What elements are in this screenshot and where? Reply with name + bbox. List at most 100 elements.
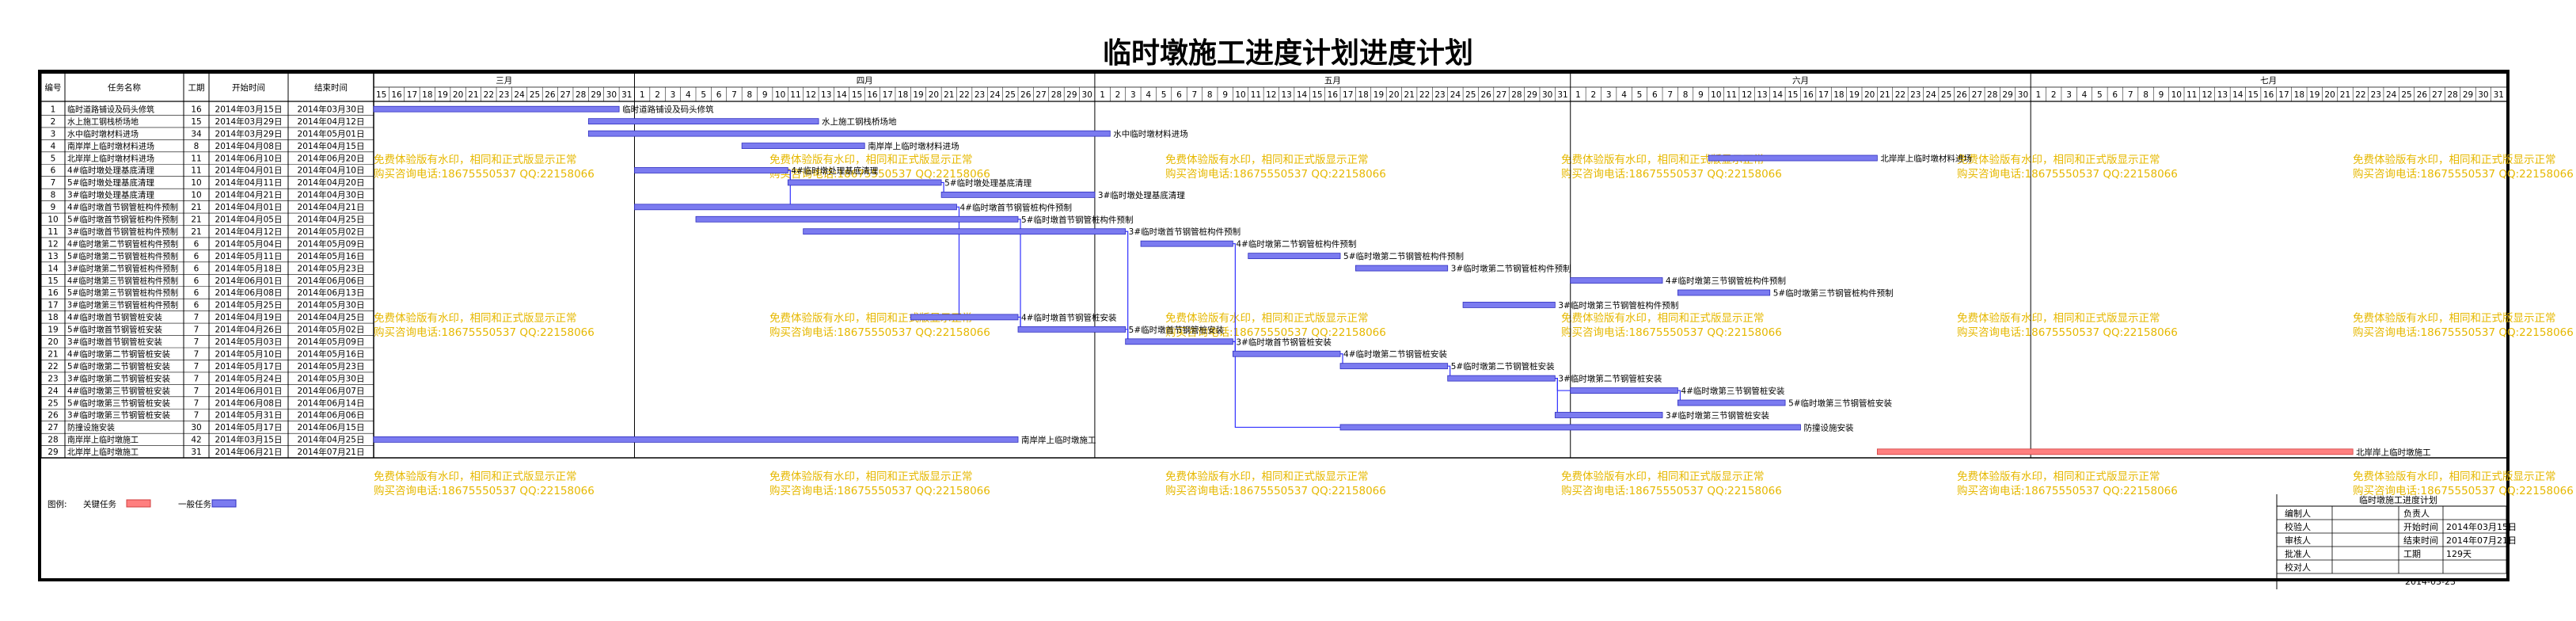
table-cell: 2 [51, 117, 56, 127]
bar-label: 水上施工钢栈桥场地 [822, 116, 897, 127]
table-cell: 14 [47, 264, 59, 273]
day-label: 4 [2082, 90, 2088, 100]
bar-label: 5#临时墩第二节钢管桩安装 [1451, 361, 1555, 371]
day-label: 3 [1130, 90, 1136, 100]
day-label: 19 [913, 90, 923, 100]
day-label: 25 [1005, 90, 1016, 100]
day-label: 2 [1115, 90, 1121, 100]
table-cell: 2014年04月25日 [298, 312, 365, 322]
watermark-line1: 免费体验版有水印，相同和正式版显示正常 [769, 154, 973, 166]
day-label: 8 [1207, 90, 1213, 100]
day-label: 20 [929, 90, 939, 100]
table-cell: 2014年05月23日 [298, 361, 365, 371]
bar-label: 北岸岸上临时墩施工 [2356, 447, 2431, 457]
table-cell: 16 [191, 105, 202, 114]
column-header: 工期 [188, 83, 205, 93]
table-cell: 5#临时墩处理基底清理 [67, 177, 154, 188]
table-cell: 42 [191, 436, 201, 445]
watermark-line1: 免费体验版有水印，相同和正式版显示正常 [374, 154, 577, 166]
watermark-line2: 购买咨询电话:18675550537 QQ:22158066 [374, 326, 595, 339]
day-label: 3 [1606, 90, 1612, 100]
table-cell: 6 [194, 239, 199, 249]
day-label: 17 [407, 90, 417, 100]
day-label: 24 [514, 90, 525, 100]
bar-label: 4#临时墩首节钢管桩安装 [1021, 312, 1117, 322]
watermark-line1: 免费体验版有水印，相同和正式版显示正常 [2353, 154, 2556, 166]
watermark-line1: 免费体验版有水印，相同和正式版显示正常 [1165, 471, 1369, 483]
table-cell: 2014年04月30日 [298, 190, 365, 200]
table-cell: 7 [194, 398, 199, 408]
task-bar [1677, 399, 1786, 406]
bar-label: 5#临时墩第二节钢管桩构件预制 [1343, 251, 1464, 261]
title-block-label2: 工期 [2403, 549, 2421, 559]
task-bar [1677, 289, 1771, 296]
day-label: 10 [775, 90, 785, 100]
watermark-line1: 免费体验版有水印，相同和正式版显示正常 [1561, 471, 1765, 483]
watermark-line2: 购买咨询电话:18675550537 QQ:22158066 [374, 168, 595, 181]
table-cell: 南岸岸上临时墩材料进场 [67, 141, 154, 151]
title-block-value2: 129天 [2446, 549, 2472, 559]
table-cell: 29 [47, 448, 58, 457]
table-cell: 2014年05月30日 [298, 300, 365, 310]
table-cell: 26 [47, 411, 59, 421]
day-label: 4 [686, 90, 691, 100]
page-title: 临时墩施工进度计划进度计划 [1102, 36, 1473, 70]
table-cell: 5#临时墩第二节钢管桩安装 [67, 361, 170, 371]
watermark-line2: 购买咨询电话:18675550537 QQ:22158066 [1165, 168, 1386, 181]
day-label: 21 [1879, 90, 1890, 100]
month-label: 七月 [2260, 76, 2277, 86]
table-cell: 7 [194, 326, 199, 335]
day-label: 3 [671, 90, 676, 100]
day-label: 27 [2432, 90, 2442, 100]
bar-label: 5#临时墩处理基底清理 [944, 177, 1032, 188]
table-cell: 15 [191, 117, 201, 127]
day-label: 23 [499, 90, 509, 100]
day-label: 22 [2355, 90, 2365, 100]
day-label: 28 [1051, 90, 1062, 100]
bar-label: 4#临时墩第三节钢管桩安装 [1681, 386, 1784, 396]
table-cell: 4#临时墩第二节钢管桩安装 [67, 349, 170, 359]
table-cell: 3#临时墩首节钢管桩安装 [67, 337, 162, 347]
table-cell: 临时道路铺设及码头修筑 [67, 104, 154, 114]
table-cell: 4#临时墩处理基底清理 [67, 166, 154, 176]
bar-label: 5#临时墩首节钢管桩安装 [1129, 325, 1225, 335]
table-cell: 2014年03月15日 [215, 435, 283, 445]
table-cell: 水上施工钢栈桥场地 [67, 116, 139, 127]
table-cell: 2014年04月11日 [215, 177, 283, 188]
day-label: 19 [438, 90, 448, 100]
day-label: 26 [2417, 90, 2428, 100]
day-label: 25 [530, 90, 540, 100]
task-bars: 临时道路铺设及码头修筑水上施工钢栈桥场地水中临时墩材料进场南岸岸上临时墩材料进场… [373, 105, 2431, 457]
day-label: 17 [1818, 90, 1829, 100]
table-cell: 2014年05月25日 [215, 300, 283, 310]
task-bar [634, 167, 788, 173]
table-cell: 2014年05月18日 [215, 263, 283, 273]
day-label: 11 [1727, 90, 1737, 100]
table-cell: 2014年06月21日 [215, 447, 283, 457]
table-cell: 11 [47, 227, 58, 237]
task-bar [1570, 387, 1678, 394]
table-cell: 4#临时墩首节钢管桩安装 [67, 312, 162, 322]
day-label: 22 [959, 90, 969, 100]
table-cell: 2014年06月07日 [298, 386, 365, 396]
day-label: 27 [1035, 90, 1046, 100]
day-label: 7 [1192, 90, 1198, 100]
table-cell: 6 [194, 252, 199, 261]
day-label: 12 [2202, 90, 2212, 100]
table-cell: 4#临时墩首节钢管桩构件预制 [67, 202, 178, 212]
table-cell: 31 [191, 448, 201, 457]
day-label: 23 [975, 90, 985, 100]
day-label: 7 [1667, 90, 1673, 100]
task-bar [910, 314, 1019, 321]
task-bar [373, 436, 1019, 443]
watermark-line1: 免费体验版有水印，相同和正式版显示正常 [1957, 312, 2160, 325]
title-block-date: 2014-03-23 [2405, 577, 2456, 587]
day-label: 6 [2112, 90, 2118, 100]
day-label: 27 [560, 90, 571, 100]
watermark-line1: 免费体验版有水印，相同和正式版显示正常 [1957, 471, 2160, 483]
bar-label: 3#临时墩首节钢管桩安装 [1236, 337, 1332, 347]
table-cell: 北岸岸上临时墩材料进场 [67, 153, 154, 163]
task-bar [1248, 253, 1341, 260]
task-bar [787, 179, 942, 186]
day-label: 2 [655, 90, 660, 100]
